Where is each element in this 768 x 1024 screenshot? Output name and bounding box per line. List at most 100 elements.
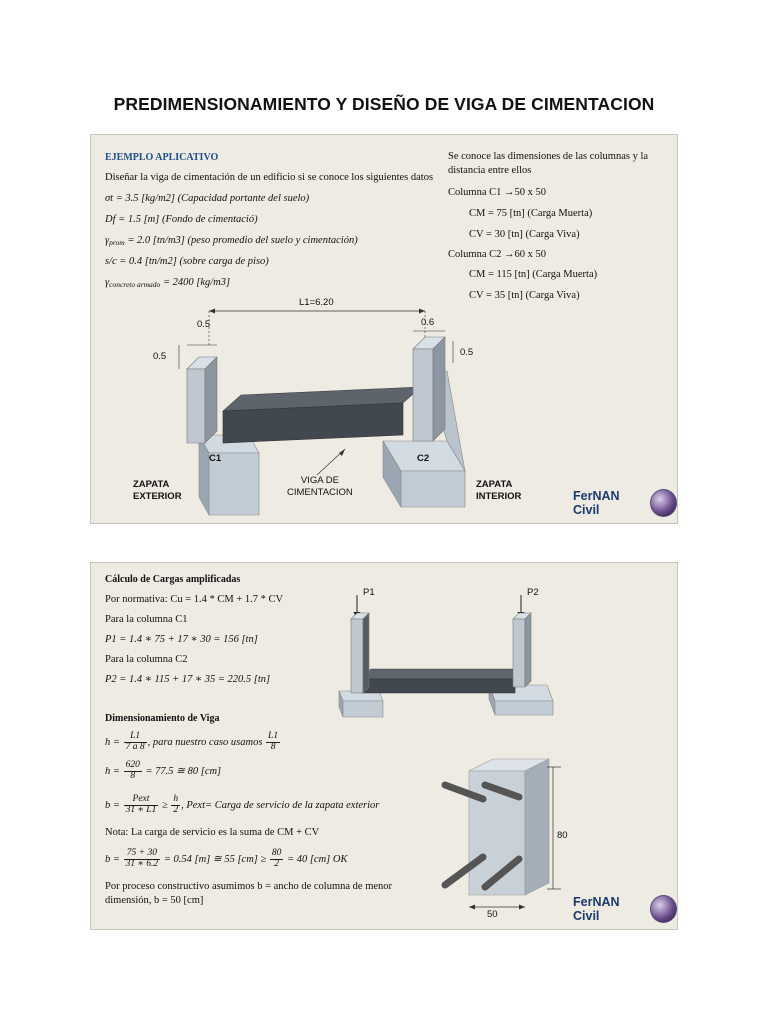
proceso-line-2: dimensión, b = 50 [cm] <box>105 895 204 906</box>
dim-heading: Dimensionamiento de Viga <box>105 713 220 724</box>
b2-num2: 80 <box>269 848 284 860</box>
c1-front <box>186 368 206 444</box>
gamma-concreto-subscript: concreto armado <box>109 280 161 289</box>
h2-rhs: = 77.5 ≅ 80 [cm] <box>145 765 222 777</box>
h1-den2: 8 <box>270 741 276 752</box>
section-height-label: 80 <box>557 830 568 841</box>
b2-mid: = 0.54 [m] ≅ 55 [cm] ≥ <box>163 853 267 865</box>
normativa-line: Por normativa: Cu = 1.4 * CM + 1.7 * CV <box>105 594 284 605</box>
b1-ge: ≥ <box>161 799 168 811</box>
s2-col1-front <box>350 618 364 694</box>
h1-lhs: h = <box>105 736 120 748</box>
viga-pointer-arrow <box>339 449 345 456</box>
b2-den2: 2 <box>274 858 280 869</box>
c2-top-dimension: 0.6 <box>421 317 435 328</box>
globe-icon <box>650 895 677 923</box>
dim-50-arrow-right <box>519 904 525 910</box>
viga-front <box>222 402 404 444</box>
c2-carga-viva: CV = 35 [tn] (Carga Viva) <box>469 290 580 301</box>
b1-num2: h <box>171 794 181 806</box>
viga-label: VIGA DE CIMENTACION <box>287 475 353 500</box>
slide-ejemplo-aplicativo: EJEMPLO APLICATIVO Diseñar la viga de ci… <box>90 134 678 524</box>
zapata-exterior-line1: ZAPATA <box>133 479 170 490</box>
logo-text: FerNAN Civil <box>573 489 620 517</box>
s2-col2-side <box>524 612 532 688</box>
gamma-prom-symbol: γ <box>105 235 110 246</box>
s2-zapata-left-front <box>342 700 384 718</box>
p2-formula: P2 = 1.4 ∗ 115 + 17 ∗ 35 = 220.5 [tn] <box>105 674 271 685</box>
h1-num2: L1 <box>266 731 281 743</box>
h2-den: 8 <box>130 770 136 781</box>
l1-arrow-right <box>419 308 425 314</box>
right-intro-1: Se conoce las dimensiones de las columna… <box>448 151 649 162</box>
zapata-interior-front <box>400 470 466 508</box>
c1-label: C1 <box>209 453 222 464</box>
p1-label: P1 <box>363 587 375 598</box>
b2-den: 31 ∗ 6.2 <box>125 858 159 869</box>
h1-mid: , para nuestro caso usamos <box>147 736 263 748</box>
zapata-interior-label: ZAPATA INTERIOR <box>476 479 521 503</box>
c2-label: C2 <box>417 453 430 464</box>
section-width-label: 50 <box>487 909 498 920</box>
s2-col2-front <box>512 618 526 688</box>
s2-zapata-right-front <box>494 700 554 716</box>
c2-front <box>412 348 434 442</box>
slide2-heading: Cálculo de Cargas amplificadas <box>105 574 241 585</box>
gamma-concreto-line: γconcreto armado = 2400 [kg/m3] <box>105 277 230 289</box>
b1-rhs: , Pext= Carga de servicio de la zapata e… <box>181 799 380 811</box>
viga-label-line1: VIGA DE <box>300 475 339 486</box>
b2-lhs: b = <box>105 853 120 865</box>
dim-50-arrow-left <box>469 904 475 910</box>
s2-col1-side <box>362 612 370 694</box>
gamma-concreto-value: = 2400 [kg/m3] <box>160 277 231 288</box>
zapata-interior-line2: INTERIOR <box>476 490 522 502</box>
zapata-exterior-front <box>208 452 260 516</box>
gamma-concreto-symbol: γ <box>105 277 110 288</box>
globe-icon <box>650 489 677 517</box>
c1-carga-viva: CV = 30 [tn] (Carga Viva) <box>469 229 580 240</box>
b1-lhs: b = <box>105 799 120 811</box>
logo-text-2: FerNAN Civil <box>573 895 620 923</box>
zapata-exterior-line2: EXTERIOR <box>133 490 182 502</box>
rebar-bottom-left <box>441 853 487 889</box>
s2-viga-front <box>360 678 516 694</box>
c1-carga-muerta: CM = 75 [tn] (Carga Muerta) <box>469 208 593 219</box>
right-intro-2: distancia entre ellos <box>448 165 532 176</box>
para-c1-line: Para la columna C1 <box>105 614 188 625</box>
rebar-bottom-right <box>481 855 523 891</box>
b2-num: 75 + 30 <box>123 848 161 860</box>
gamma-prom-subscript: prom <box>109 238 125 247</box>
b1-den: 31 ∗ L1 <box>125 804 157 815</box>
slide2-diagrams <box>338 595 561 910</box>
df-line: Df = 1.5 [m] (Fondo de cimentació) <box>105 214 258 225</box>
sigma-t-line: σt = 3.5 [kg/m2] (Capacidad portante del… <box>105 193 310 204</box>
p2-label: P2 <box>527 587 539 598</box>
page-title: PREDIMENSIONAMIENTO Y DISEÑO DE VIGA DE … <box>113 94 655 114</box>
zapata-exterior-label: ZAPATA EXTERIOR <box>133 479 182 503</box>
c1-dimensions: Columna C1 →50 x 50 <box>448 187 547 198</box>
sc-line: s/c = 0.4 [tn/m2] (sobre carga de piso) <box>105 256 269 267</box>
l1-dimension-label: L1=6.20 <box>299 297 334 308</box>
gamma-prom-line: γprom = 2.0 [tn/m3] (peso promedio del s… <box>105 235 358 247</box>
nota-line: Nota: La carga de servicio es la suma de… <box>105 827 320 838</box>
b1-den2: 2 <box>173 804 179 815</box>
fernan-civil-logo-2: FerNAN Civil <box>573 895 677 923</box>
fernan-civil-logo: FerNAN Civil <box>573 489 677 517</box>
viga-label-line2: CIMENTACION <box>287 487 353 499</box>
h2-lhs: h = <box>105 765 120 777</box>
c2-side-dimension: 0.5 <box>460 347 474 358</box>
rebar-top-left <box>441 781 487 803</box>
l1-arrow-left <box>209 308 215 314</box>
slide1-heading: EJEMPLO APLICATIVO <box>105 152 219 163</box>
c2-carga-muerta: CM = 115 [tn] (Carga Muerta) <box>469 269 598 280</box>
rebar-top-right <box>481 781 523 801</box>
p1-formula: P1 = 1.4 ∗ 75 + 17 ∗ 30 = 156 [tn] <box>105 634 258 645</box>
